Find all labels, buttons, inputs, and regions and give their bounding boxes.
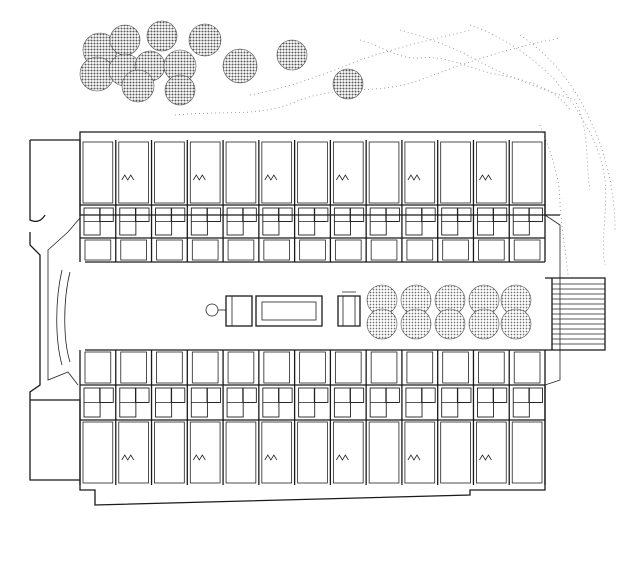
- kiosk: [337, 295, 361, 327]
- unit-row-north: [79, 140, 546, 262]
- south-row-unit: [508, 350, 543, 485]
- north-row-unit: [258, 140, 293, 262]
- garden-trees: [79, 20, 364, 106]
- south-row-unit: [401, 350, 436, 485]
- courtyard-trees: [366, 284, 532, 340]
- garden-tree: [79, 56, 115, 92]
- garden-tree: [222, 48, 258, 84]
- north-row-unit: [115, 140, 150, 262]
- garden-tree: [121, 69, 155, 103]
- courtyard-tree: [468, 308, 500, 340]
- north-row-unit: [437, 140, 472, 262]
- north-row-unit: [401, 140, 436, 262]
- south-row-unit: [186, 350, 222, 485]
- north-row-unit: [79, 140, 114, 262]
- fountain-circle: [205, 303, 219, 317]
- courtyard-tree: [434, 308, 466, 340]
- garden-tree: [332, 68, 364, 100]
- courtyard-tree: [366, 308, 398, 340]
- garden-tree: [276, 39, 308, 71]
- north-row-unit: [186, 140, 222, 262]
- south-row-unit: [258, 350, 293, 485]
- south-row-unit: [115, 350, 150, 485]
- north-row-unit: [365, 140, 400, 262]
- north-row-unit: [472, 140, 508, 262]
- south-row-unit: [437, 350, 472, 485]
- south-row-unit: [222, 350, 257, 485]
- north-row-unit: [150, 140, 186, 262]
- south-row-unit: [472, 350, 508, 485]
- garden-tree: [164, 74, 196, 106]
- north-row-unit: [329, 140, 365, 262]
- contour-lines: [174, 24, 616, 276]
- courtyard-tree: [400, 308, 432, 340]
- garden-tree: [146, 20, 178, 52]
- north-row-unit: [222, 140, 257, 262]
- south-row-unit: [365, 350, 400, 485]
- south-row-unit: [329, 350, 365, 485]
- south-row-unit: [150, 350, 186, 485]
- courtyard-tree: [500, 308, 532, 340]
- north-row-unit: [293, 140, 329, 262]
- unit-row-south: [79, 350, 546, 485]
- south-row-unit: [79, 350, 114, 485]
- entrance-stair: [545, 277, 606, 351]
- garden-tree: [109, 24, 141, 56]
- pavilion-block: [225, 295, 253, 327]
- south-row-unit: [293, 350, 329, 485]
- courtyard-features: [205, 291, 361, 327]
- north-row-unit: [508, 140, 543, 262]
- garden-tree: [188, 23, 222, 57]
- pool-rectangle: [255, 295, 323, 327]
